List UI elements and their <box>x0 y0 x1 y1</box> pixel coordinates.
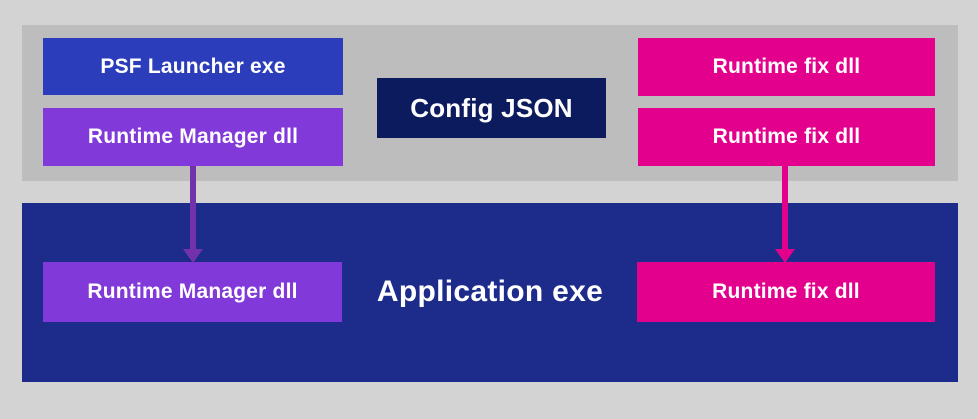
config-json-label: Config JSON <box>410 92 573 123</box>
runtime-fix-box-app: Runtime fix dll <box>637 262 935 322</box>
runtime-fix-box-1: Runtime fix dll <box>638 38 935 96</box>
psf-launcher-label: PSF Launcher exe <box>100 54 286 78</box>
runtime-fix-box-2: Runtime fix dll <box>638 108 935 166</box>
runtime-manager-box-app: Runtime Manager dll <box>43 262 342 322</box>
psf-launcher-box: PSF Launcher exe <box>43 38 343 95</box>
runtime-fix-app-label: Runtime fix dll <box>712 280 860 303</box>
runtime-manager-app-label: Runtime Manager dll <box>87 280 298 303</box>
config-json-box: Config JSON <box>377 78 606 138</box>
runtime-manager-package-label: Runtime Manager dll <box>87 125 299 148</box>
runtime-manager-box-package: Runtime Manager dll <box>43 108 343 166</box>
application-exe-label: Application exe <box>376 275 604 308</box>
application-exe-title: Application exe <box>342 262 638 322</box>
runtime-fix-1-label: Runtime fix dll <box>712 55 861 78</box>
runtime-fix-2-label: Runtime fix dll <box>712 125 861 148</box>
